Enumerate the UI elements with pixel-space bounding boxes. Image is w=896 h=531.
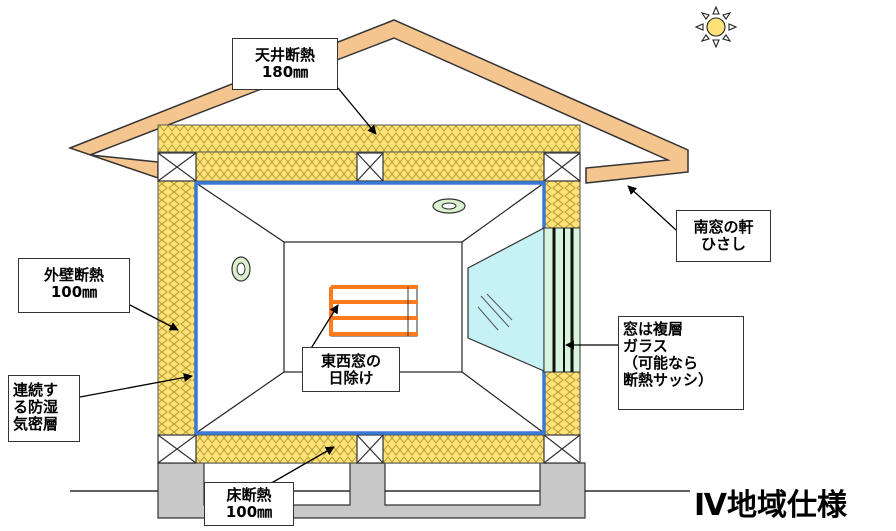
shade-louvers — [329, 285, 418, 337]
spec-title: Ⅳ地域仕様 — [694, 488, 847, 523]
label-window-glass: 窓は複層 ガラス （可能なら 断熱サッシ） — [618, 316, 744, 410]
label-wall-insulation: 外壁断熱 100㎜ — [18, 258, 130, 313]
label-floor-insulation: 床断熱 100㎜ — [204, 482, 294, 526]
glass-reflection — [477, 293, 513, 331]
label-eaves: 南窓の軒 ひさし — [676, 210, 771, 262]
leader-arrows — [79, 87, 677, 486]
label-air-barrier: 連続す る防湿 気密層 — [8, 375, 80, 442]
wall-insulation-left — [157, 180, 197, 436]
wall-light — [231, 256, 251, 282]
structural-posts — [157, 152, 581, 464]
label-ceiling-insulation: 天井断熱 180㎜ — [232, 38, 338, 90]
ceiling-light — [432, 198, 466, 214]
label-sunshade: 東西窓の 日除け — [302, 347, 400, 392]
window-sash — [543, 227, 581, 373]
sun-icon — [694, 5, 738, 49]
